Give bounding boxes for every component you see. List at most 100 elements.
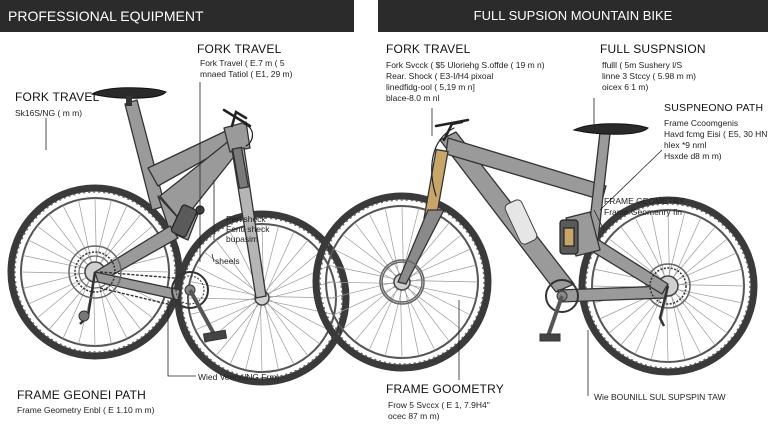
right-bottom-note: Wie BOUNILL SUL SUPSPIN TAW <box>594 392 726 402</box>
right-saddle <box>572 123 649 135</box>
wheel-spoke <box>384 207 400 277</box>
wheel-spoke <box>327 264 397 280</box>
wheel-spoke <box>407 234 462 280</box>
right-suspension-path-line-2: Havd fcmg Eisi ( E5, 30 HN" <box>664 129 768 139</box>
wheel-spoke <box>36 225 92 268</box>
banner-professional-equipment: PROFESSIONAL EQUIPMENT <box>0 0 354 32</box>
wheel-spoke <box>267 281 335 299</box>
wheel-spoke <box>28 239 90 272</box>
wheel-spoke <box>94 197 97 267</box>
wheel-spoke <box>671 290 728 334</box>
wheel-spoke <box>267 298 329 331</box>
wheel-spoke <box>62 205 95 267</box>
left-bottom-note: Wied Veenri/NG Frm) <box>198 372 280 382</box>
wheel-spoke <box>20 271 90 274</box>
wheel-spoke <box>36 274 90 319</box>
wheel-spoke <box>672 289 716 346</box>
right-fork-travel-line-3: linedfidg-ool ( 5,19 m n] <box>386 82 475 92</box>
wheel-spoke <box>78 199 93 267</box>
wheel-spoke <box>187 297 257 300</box>
banner-full-suspension-mountain-bike: FULL SUPSION MOUNTAIN BIKE <box>378 0 768 32</box>
left-fork-travel-top-heading: FORK TRAVEL <box>197 42 282 56</box>
wheel-spoke <box>404 287 420 357</box>
wheel-spoke <box>384 287 403 357</box>
right-fork-travel-heading: FORK TRAVEL <box>386 42 471 56</box>
wheel-spoke <box>100 225 154 270</box>
wheel-spoke <box>94 199 112 267</box>
right-suspension-path-heading: SUSPNEONO PATH <box>664 102 764 114</box>
wheel-spoke <box>325 281 397 284</box>
wheel-spoke <box>229 302 259 365</box>
wheel-spoke <box>327 281 397 300</box>
right-suspension-path-line-1: Frame Ccoomgenis <box>664 118 739 128</box>
wheel-spoke <box>671 217 702 282</box>
wheel-spoke <box>22 271 90 289</box>
right-frame-geometry-line-2: ocec 87 m m) <box>388 411 440 421</box>
right-full-suspension-line-2: linne 3 Stccy ( 5.98 m m) <box>602 71 697 81</box>
left-fork-travel-side-line-1: Sk16S/NG ( m m) <box>15 108 83 118</box>
right-fork-travel-line-4: blace-8.0 m nl <box>386 93 440 103</box>
wheel-spoke <box>673 286 737 320</box>
wheel-spoke <box>368 286 399 351</box>
wheel-spoke <box>354 222 398 279</box>
wheel-spoke <box>402 287 436 351</box>
wheel-spoke <box>267 251 321 296</box>
wheel-spoke <box>407 280 479 283</box>
left-drivetrain <box>74 251 228 343</box>
wheel-spoke <box>261 225 279 293</box>
left-fork-travel-side-heading: FORK TRAVEL <box>15 90 100 104</box>
wheel-spoke <box>407 282 471 316</box>
left-frame-geometry-line-1: Frame Geometry Enbl ( E 1.10 m m) <box>17 405 155 415</box>
right-fork <box>397 148 449 285</box>
wheel-spoke <box>608 238 665 282</box>
wheel-spoke <box>673 284 745 287</box>
left-fork-travel-top-line-1: Fork Travel ( E.7 m ( 5 <box>200 58 285 68</box>
wheel-spoke <box>262 303 295 365</box>
wheel-spoke <box>99 275 142 331</box>
left-frame-geometry-heading: FRAME GEONEI PATH <box>17 388 146 402</box>
wheel-spoke <box>48 277 93 331</box>
right-handlebar <box>431 118 470 197</box>
wheel-spoke <box>22 255 90 270</box>
left-sheels-note: sheels <box>215 256 240 266</box>
wheel-spoke <box>97 213 142 267</box>
left-fork-travel-top-line-2: mnaed Tatiol ( E1, 29 m) <box>200 69 293 79</box>
right-fork-travel-line-2: Rear. Shock ( E3-I/H4 pixoal <box>386 71 494 81</box>
wheel-spoke <box>28 275 91 305</box>
wheel-spoke <box>406 285 450 342</box>
wheel-spoke <box>400 287 403 359</box>
left-rear-shock-line-1: Peri sheck <box>226 214 266 224</box>
wheel-spoke <box>215 303 260 357</box>
left-rear-shock <box>170 204 205 238</box>
wheel-spoke <box>650 291 669 361</box>
wheel-spoke <box>405 286 462 330</box>
wheel-spoke <box>98 205 128 268</box>
wheel-spoke <box>406 248 471 279</box>
wheel-spoke <box>195 301 258 331</box>
wheel-spoke <box>245 303 263 371</box>
right-fork-travel-line-1: Fork Svcck ( $5 Uloriehg S.offde ( 19 m … <box>386 60 545 70</box>
wheel-spoke <box>62 276 92 339</box>
wheel-spoke <box>215 239 258 295</box>
wheel-spoke <box>368 213 402 277</box>
wheel-spoke <box>260 303 263 373</box>
wheel-spoke <box>667 211 686 281</box>
wheel-spoke <box>333 248 397 282</box>
wheel-spoke <box>266 301 309 357</box>
left-fork <box>231 146 267 299</box>
wheel-spoke <box>666 291 669 363</box>
wheel-spoke <box>634 290 665 355</box>
wheel-spoke <box>264 303 279 371</box>
right-frame-geometry-heading: FRAME GOOMETRY <box>386 382 504 396</box>
right-full-suspension-line-1: ffulll ( 5m Sushery l/S <box>602 60 683 70</box>
wheel-spoke <box>265 231 295 294</box>
wheel-spoke <box>48 213 91 269</box>
wheel-spoke <box>407 284 477 300</box>
wheel-spoke <box>189 281 257 296</box>
wheel-spoke <box>93 277 96 347</box>
left-bike <box>11 87 346 382</box>
left-rear-disc <box>68 245 122 299</box>
wheel-spoke <box>333 285 398 316</box>
left-rear-shock-line-2: Fenti sheck <box>226 224 270 234</box>
